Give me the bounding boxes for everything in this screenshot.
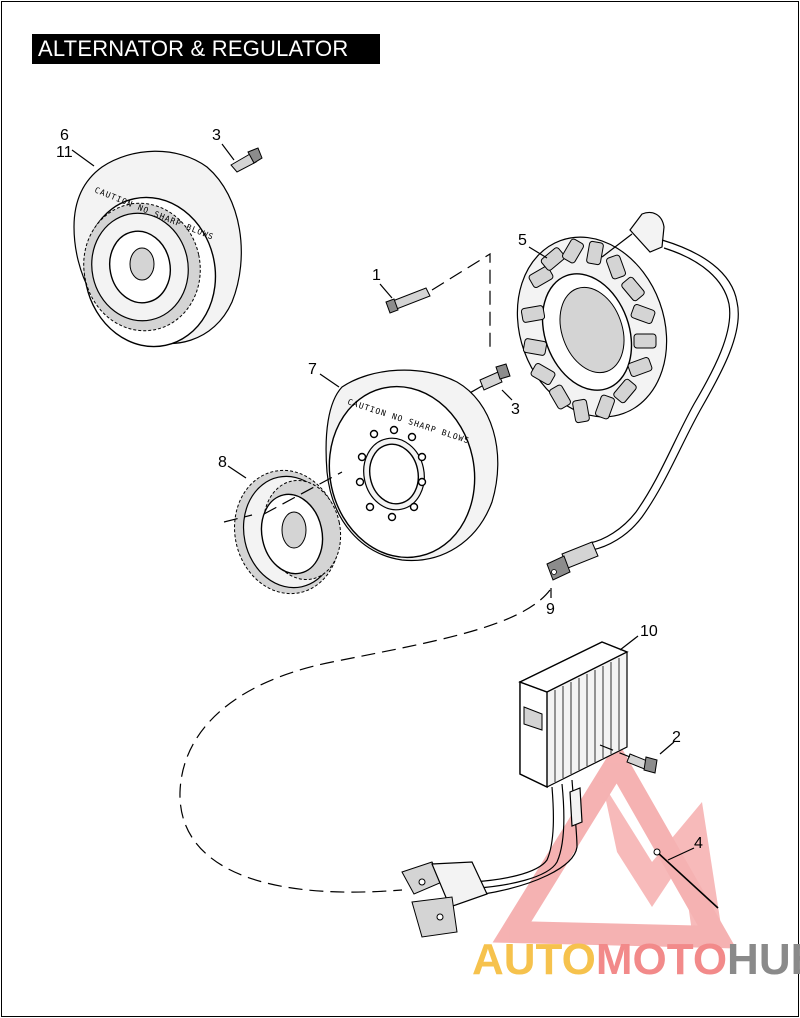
callout-3-upper: 3 [212, 127, 221, 144]
watermark-text: AUTOMOTOHUB [472, 935, 800, 984]
callout-6: 6 [60, 127, 69, 144]
stator-5 [516, 211, 739, 581]
sprocket-8 [234, 469, 342, 595]
regulator-10 [518, 641, 629, 789]
page-title: ALTERNATOR & REGULATOR [32, 34, 380, 64]
callout-1: 1 [372, 267, 381, 284]
callout-7: 7 [308, 361, 317, 378]
callout-5: 5 [518, 232, 527, 249]
callout-11: 11 [56, 144, 73, 161]
bolt-3-lower-icon [479, 363, 511, 391]
callout-8: 8 [218, 454, 227, 471]
callout-3-lower: 3 [511, 401, 520, 418]
callout-4: 4 [694, 835, 703, 852]
rotor-assembly-6-11: CAUTION NO SHARP BLOWS [73, 150, 242, 348]
watermark-part-3: HUB [727, 935, 800, 984]
callout-2: 2 [672, 729, 681, 746]
screw-1-icon [385, 287, 431, 314]
callout-10: 10 [640, 623, 658, 640]
bolt-2-icon [626, 753, 658, 774]
wiring-harness [401, 779, 583, 938]
bolt-3-upper-icon [230, 147, 263, 173]
watermark-part-2: MOTO [596, 935, 727, 984]
rotor-7: CAUTION NO SHARP BLOWS [325, 369, 499, 562]
watermark-part-1: AUTO [472, 935, 596, 984]
cable-strap-4-icon [653, 848, 719, 909]
callout-9: 9 [546, 601, 555, 618]
